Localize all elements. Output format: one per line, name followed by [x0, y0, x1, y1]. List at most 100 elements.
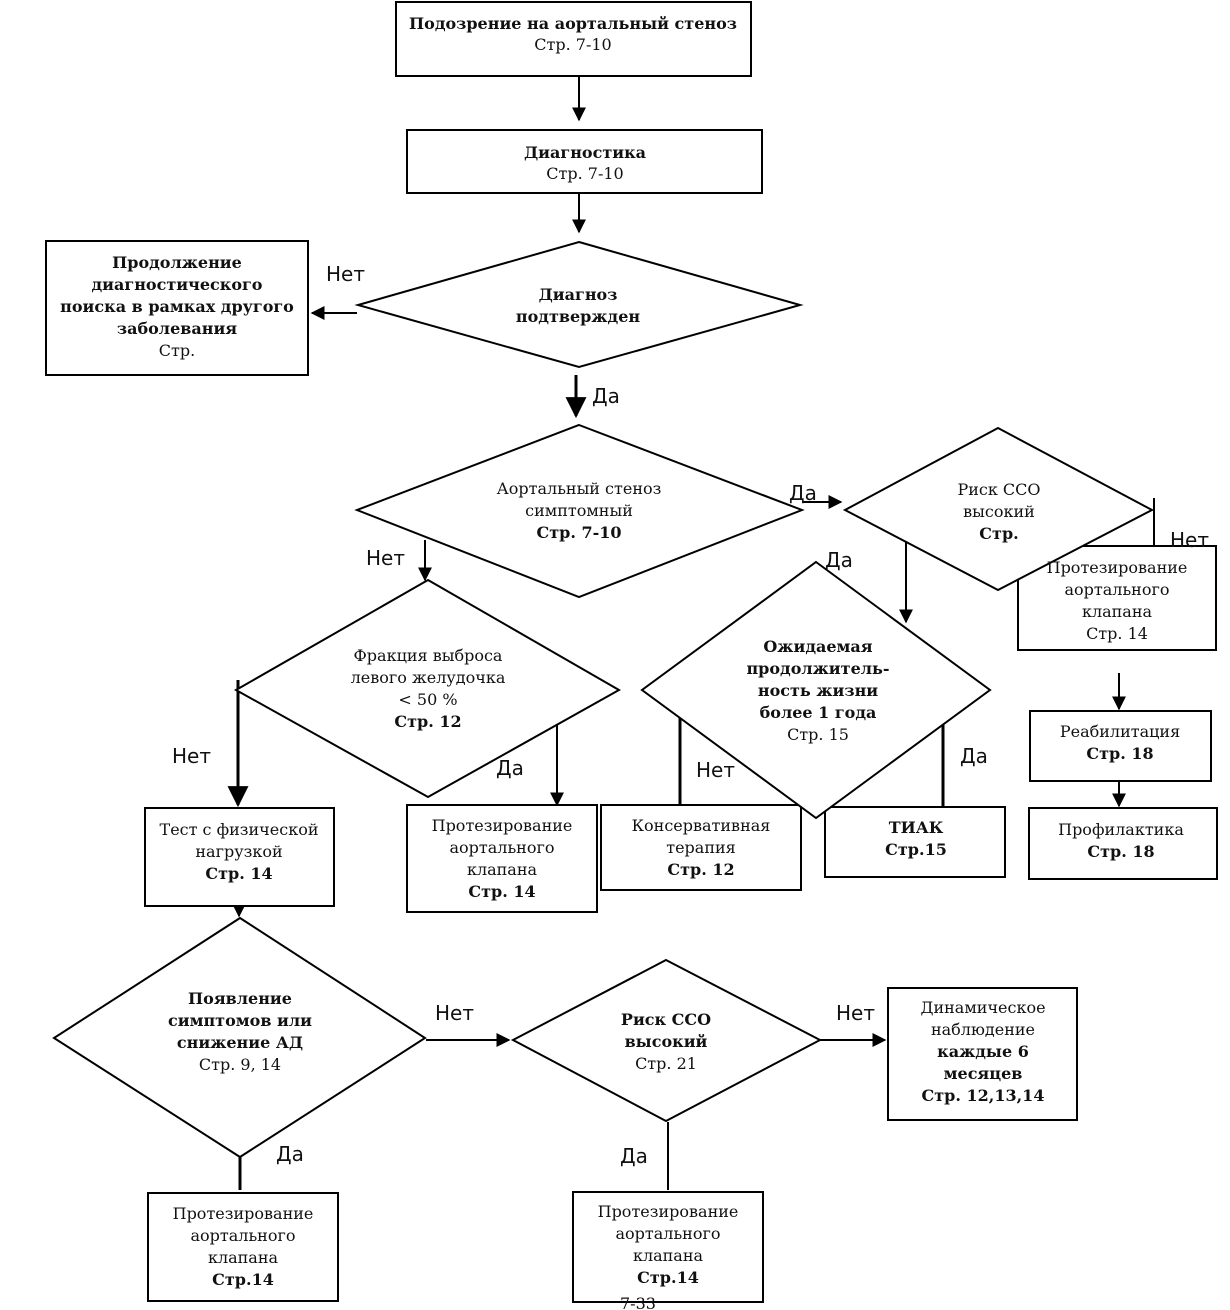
- box-prosthesis-bottom-right: [572, 1191, 764, 1303]
- node-text-line: ТИАК: [889, 818, 944, 837]
- process-boxes: [45, 1, 1218, 1303]
- label-no: Нет: [836, 1001, 875, 1025]
- node-text-line: Стр.: [979, 524, 1018, 543]
- box-prosthesis-bottom-left: [147, 1192, 339, 1302]
- label-no: Нет: [172, 744, 211, 768]
- node-text-line: симптомный: [525, 501, 633, 520]
- node-text-line: клапана: [208, 1248, 279, 1267]
- node-text-line: Стр. 7-10: [546, 164, 623, 183]
- node-text-line: Диагноз: [539, 285, 618, 304]
- node-text-line: Подозрение на аортальный стеноз: [409, 14, 737, 33]
- box-continue-search: [45, 240, 309, 376]
- label-no: Нет: [366, 546, 405, 570]
- node-text-line: аортального: [191, 1226, 296, 1245]
- label-no: Нет: [1170, 528, 1209, 552]
- node-text-line: Стр. 9, 14: [199, 1055, 281, 1074]
- node-text-line: Продолжение: [112, 253, 242, 272]
- label-no: Нет: [326, 262, 365, 286]
- node-text-line: наблюдение: [931, 1020, 1035, 1039]
- label-yes: Да: [592, 384, 620, 408]
- box-tavi: [824, 806, 1006, 878]
- diamond-diagnosis-confirmed: [354, 240, 804, 369]
- node-text-line: Протезирование: [598, 1202, 739, 1221]
- node-text-line: левого желудочка: [351, 668, 506, 687]
- diamond-ejection-fraction: [233, 578, 622, 799]
- decision-diamonds: [52, 240, 1155, 1159]
- node-text-line: клапана: [633, 1246, 704, 1265]
- node-text-line: аортального: [450, 838, 555, 857]
- node-text-line: месяцев: [944, 1064, 1023, 1083]
- node-text-line: Стр.14: [212, 1270, 274, 1289]
- node-text-line: Стр. 18: [1087, 842, 1154, 861]
- node-text-d6: Появление симптомов или снижение АД Стр. 9,…: [168, 989, 312, 1074]
- node-text-line: высокий: [625, 1032, 708, 1051]
- node-text-line: Стр. 18: [1086, 744, 1153, 763]
- node-text-d1: Диагноз подтвержден: [516, 285, 640, 326]
- label-yes: Да: [276, 1142, 304, 1166]
- label-yes: Да: [496, 756, 524, 780]
- node-text-line: более 1 года: [760, 703, 877, 722]
- node-text-line: Стр. 12: [394, 712, 461, 731]
- node-text-line: < 50 %: [398, 690, 457, 709]
- node-text-line: заболевания: [117, 319, 237, 338]
- node-text-line: симптомов или: [168, 1011, 312, 1030]
- node-text-line: подтвержден: [516, 307, 640, 326]
- box-exercise-test: [144, 807, 335, 907]
- node-text-line: Стр. 12: [667, 860, 734, 879]
- box-prosthesis-mid: [406, 804, 598, 913]
- node-text-d4: Фракция выброса левого желудочка < 50 % Стр…: [351, 646, 506, 731]
- node-text-line: Стр. 14: [205, 864, 272, 883]
- node-text-line: поиска в рамках другого: [60, 297, 294, 316]
- node-text-line: аортального: [616, 1224, 721, 1243]
- node-text-line: Протезирование: [173, 1204, 314, 1223]
- label-yes: Да: [789, 481, 817, 505]
- label-yes: Да: [620, 1144, 648, 1168]
- node-text-line: снижение АД: [177, 1033, 303, 1052]
- diamond-life-expectancy: [640, 560, 992, 820]
- node-text-line: Риск ССО: [621, 1010, 711, 1029]
- diamond-risk-high: [842, 426, 1155, 592]
- label-yes: Да: [825, 548, 853, 572]
- connectors: [227, 77, 1155, 1190]
- box-suspicion: [395, 1, 752, 77]
- box-conservative-therapy: [600, 804, 802, 891]
- diamond-symptomatic: [354, 423, 805, 599]
- node-text-line: Тест с физической: [160, 820, 319, 839]
- page-number: 7-33: [620, 1294, 656, 1310]
- node-text-line: нагрузкой: [195, 842, 282, 861]
- node-text-line: Стр. 14: [1086, 624, 1148, 643]
- label-no: Нет: [696, 758, 735, 782]
- node-text-line: Протезирование: [1047, 558, 1188, 577]
- diamond-risk-high-2: [510, 958, 823, 1123]
- node-text-line: Стр. 14: [468, 882, 535, 901]
- node-text-b4: ТИАК Стр.15: [885, 818, 947, 859]
- node-text-line: диагностического: [92, 275, 263, 294]
- node-text-line: ность жизни: [758, 681, 878, 700]
- node-text-line: Консервативная: [632, 816, 771, 835]
- node-text-line: каждые 6: [937, 1042, 1029, 1061]
- node-text-line: продолжитель-: [746, 659, 889, 678]
- node-text-line: Стр.15: [885, 840, 947, 859]
- node-text-line: Динамическое: [920, 998, 1045, 1017]
- node-text-line: Стр. 21: [635, 1054, 697, 1073]
- box-prevention: [1028, 807, 1218, 880]
- node-text-line: высокий: [963, 502, 1035, 521]
- node-text-line: Появление: [188, 989, 292, 1008]
- node-text-line: Фракция выброса: [354, 646, 503, 665]
